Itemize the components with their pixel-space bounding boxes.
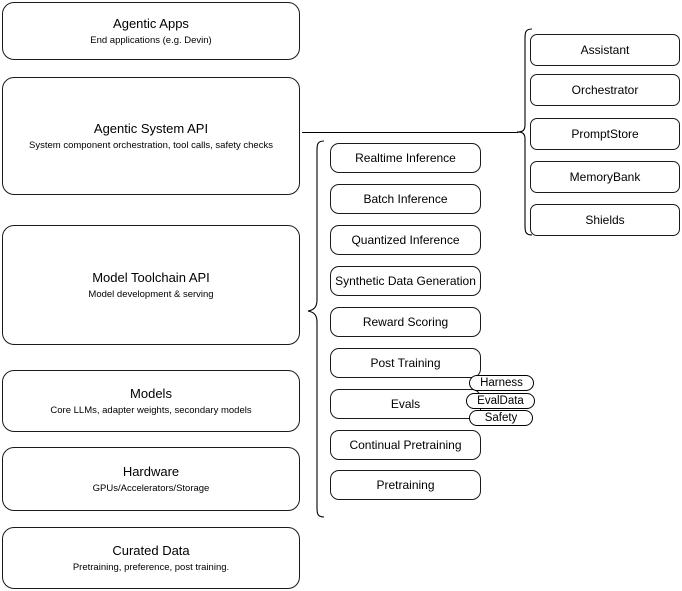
- capability-evals[interactable]: Evals: [330, 389, 481, 419]
- capability-title: Synthetic Data Generation: [335, 273, 476, 288]
- capability-title: Reward Scoring: [362, 314, 449, 329]
- capability-title: Post Training: [370, 355, 441, 370]
- layer-subtitle: Core LLMs, adapter weights, secondary mo…: [50, 404, 252, 416]
- layer-title: Agentic Apps: [113, 15, 189, 31]
- layer-subtitle: Model development & serving: [88, 288, 214, 300]
- layer-agentic-system-api[interactable]: Agentic System API System component orch…: [2, 77, 300, 195]
- layer-hardware[interactable]: Hardware GPUs/Accelerators/Storage: [2, 447, 300, 511]
- capability-quantized-inference[interactable]: Quantized Inference: [330, 225, 481, 255]
- capability-synthetic-data-generation[interactable]: Synthetic Data Generation: [330, 266, 481, 296]
- capability-title: Realtime Inference: [355, 150, 456, 165]
- capability-title: Evals: [390, 396, 421, 411]
- connector-system-api-to-components: [302, 132, 518, 133]
- layer-model-toolchain-api[interactable]: Model Toolchain API Model development & …: [2, 225, 300, 345]
- brace-toolchain-capabilities: [307, 140, 325, 518]
- capability-batch-inference[interactable]: Batch Inference: [330, 184, 481, 214]
- layer-title: Curated Data: [112, 542, 190, 558]
- capability-reward-scoring[interactable]: Reward Scoring: [330, 307, 481, 337]
- component-title: Orchestrator: [571, 82, 639, 97]
- layer-curated-data[interactable]: Curated Data Pretraining, preference, po…: [2, 527, 300, 589]
- layer-subtitle: GPUs/Accelerators/Storage: [92, 482, 210, 494]
- capability-pretraining[interactable]: Pretraining: [330, 470, 481, 500]
- layer-title: Model Toolchain API: [92, 269, 210, 285]
- evals-pill-harness[interactable]: Harness: [469, 375, 534, 391]
- layer-subtitle: Pretraining, preference, post training.: [72, 561, 230, 573]
- component-orchestrator[interactable]: Orchestrator: [530, 74, 680, 106]
- capability-title: Quantized Inference: [351, 232, 460, 247]
- layer-title: Agentic System API: [93, 120, 209, 136]
- component-title: PromptStore: [571, 126, 639, 141]
- component-memorybank[interactable]: MemoryBank: [530, 161, 680, 193]
- capability-title: Batch Inference: [363, 191, 448, 206]
- capability-realtime-inference[interactable]: Realtime Inference: [330, 143, 481, 173]
- component-title: Shields: [585, 212, 625, 227]
- evals-pill-safety[interactable]: Safety: [469, 410, 533, 426]
- layer-agentic-apps[interactable]: Agentic Apps End applications (e.g. Devi…: [2, 2, 300, 60]
- brace-system-components: [516, 28, 533, 236]
- layer-title: Hardware: [122, 463, 180, 479]
- component-assistant[interactable]: Assistant: [530, 34, 680, 66]
- component-promptstore[interactable]: PromptStore: [530, 118, 680, 150]
- layer-subtitle: System component orchestration, tool cal…: [29, 139, 273, 151]
- capability-title: Continual Pretraining: [349, 437, 462, 452]
- layer-subtitle: End applications (e.g. Devin): [90, 34, 212, 46]
- component-shields[interactable]: Shields: [530, 204, 680, 236]
- component-title: Assistant: [580, 42, 630, 57]
- layer-title: Models: [130, 385, 172, 401]
- capability-title: Pretraining: [376, 477, 435, 492]
- capability-continual-pretraining[interactable]: Continual Pretraining: [330, 430, 481, 460]
- capability-post-training[interactable]: Post Training: [330, 348, 481, 378]
- evals-pill-evaldata[interactable]: EvalData: [466, 393, 535, 409]
- layer-models[interactable]: Models Core LLMs, adapter weights, secon…: [2, 370, 300, 432]
- component-title: MemoryBank: [569, 169, 641, 184]
